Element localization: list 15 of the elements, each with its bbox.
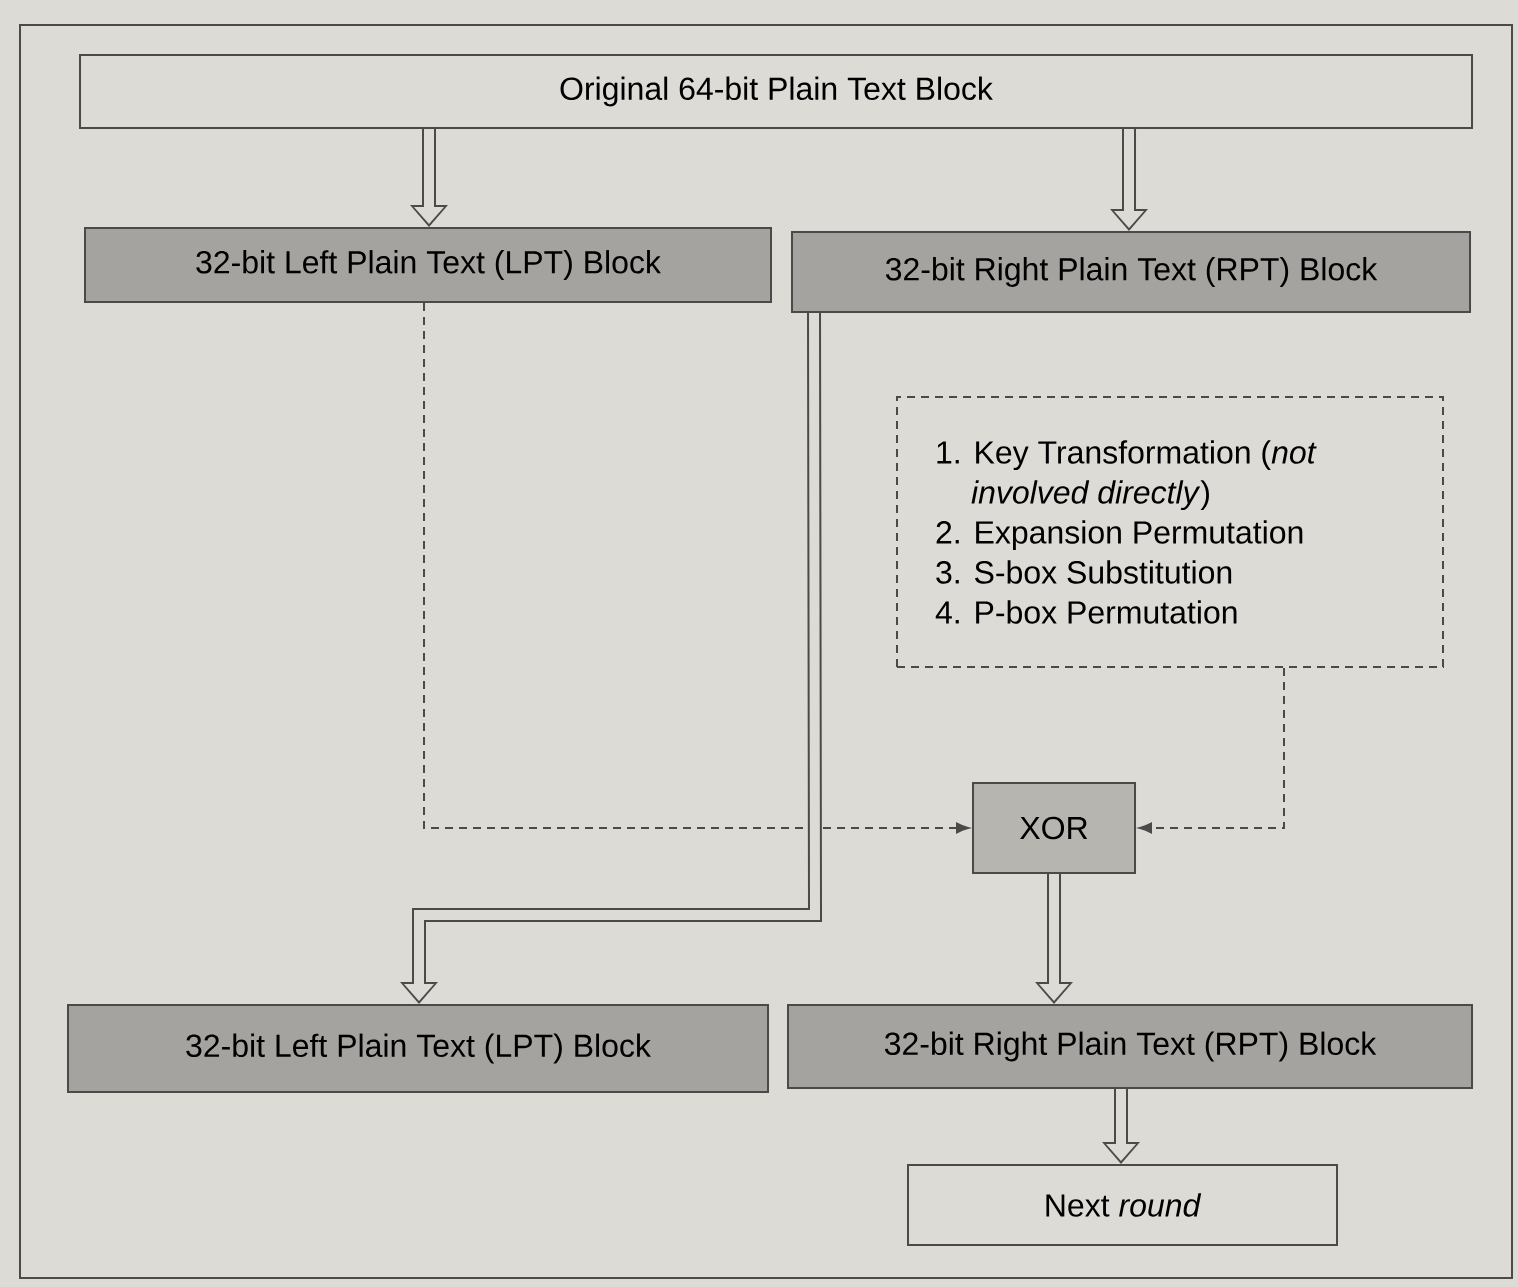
dashed-arrow bbox=[423, 302, 969, 834]
process-box: Next round bbox=[907, 1164, 1338, 1246]
block-arrow bbox=[410, 129, 448, 227]
dashed-arrow bbox=[1139, 667, 1285, 834]
block-arrow bbox=[1110, 129, 1148, 231]
step-list-box: 1. Key Transformation (not involved directly) 2. Expansion Permutation 3. S-box Substitution 4. P-box Permutation bbox=[896, 396, 1444, 668]
block-arrow bbox=[400, 313, 823, 1004]
block-box: 32-bit Right Plain Text (RPT) Block bbox=[787, 1004, 1473, 1089]
block-arrow bbox=[1102, 1089, 1140, 1164]
block-box: 32-bit Left Plain Text (LPT) Block bbox=[84, 227, 772, 303]
block-arrow bbox=[1035, 874, 1073, 1004]
block-box: 32-bit Left Plain Text (LPT) Block bbox=[67, 1004, 769, 1093]
block-box: 32-bit Right Plain Text (RPT) Block bbox=[791, 231, 1471, 313]
xor-box: XOR bbox=[972, 782, 1136, 874]
process-box: Original 64-bit Plain Text Block bbox=[79, 54, 1473, 129]
